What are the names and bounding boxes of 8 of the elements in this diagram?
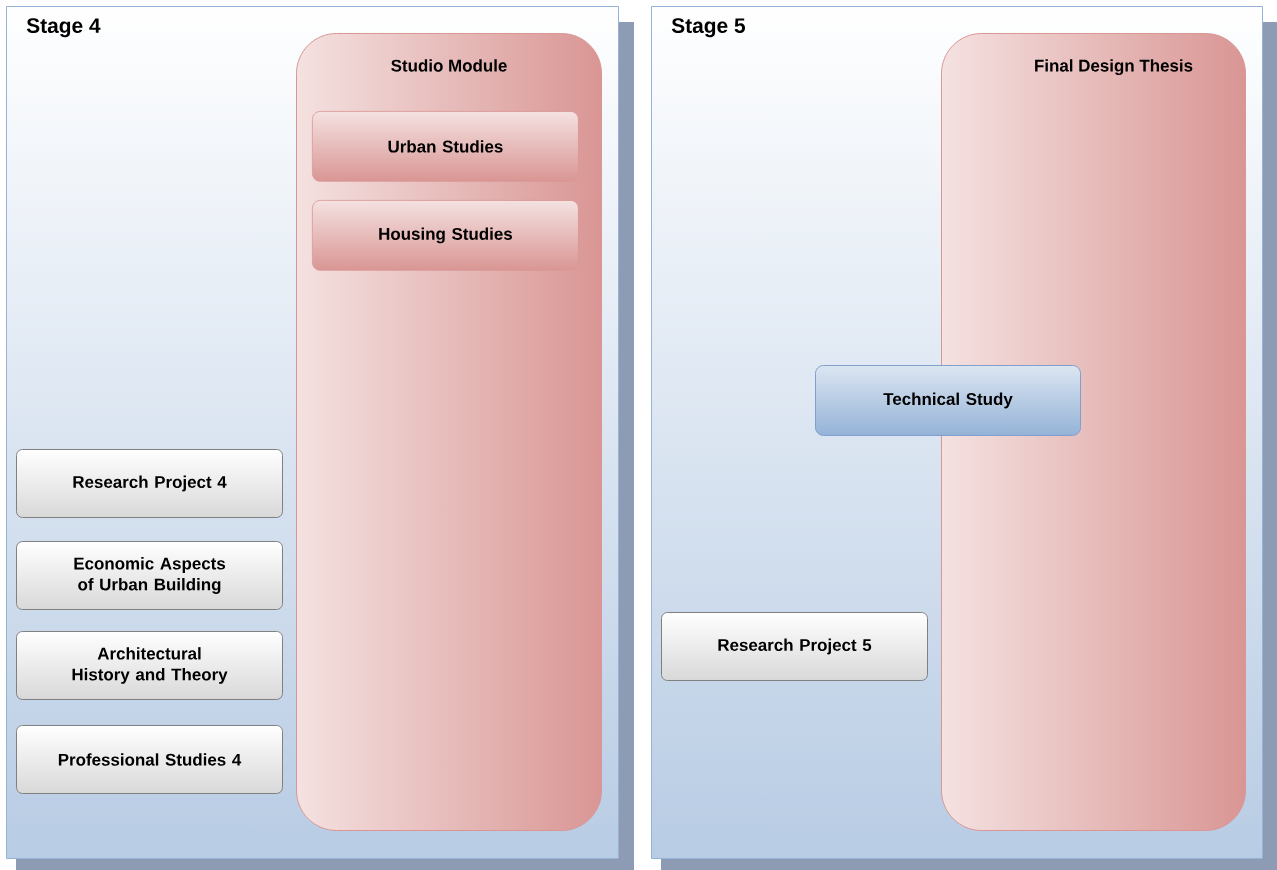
rounded-box: Urban Studies: [312, 111, 579, 182]
course-box: Professional Studies 4: [16, 725, 283, 794]
course-box: Economic Aspects of Urban Building: [16, 541, 283, 610]
course-box: Research Project 4: [16, 449, 283, 518]
rounded-box: Technical Study: [815, 365, 1081, 436]
rounded-box: Housing Studies: [312, 200, 579, 271]
course-box: Research Project 5: [661, 612, 928, 681]
course-box: Architectural History and Theory: [16, 631, 283, 700]
